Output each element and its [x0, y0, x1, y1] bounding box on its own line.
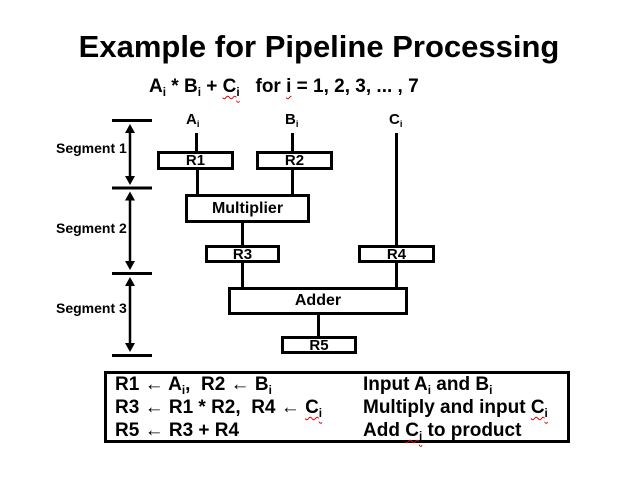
input-label-b: Bi: [285, 112, 298, 129]
input-label-a: Ai: [186, 112, 199, 129]
formula-subtitle: Ai * Bi + Ci for i = 1, 2, 3, ... , 7: [149, 76, 419, 99]
adder-box: Adder: [228, 287, 408, 315]
register-r3-box: R3: [205, 245, 280, 263]
input-c-base: C: [389, 111, 400, 128]
slide-title: Example for Pipeline Processing: [78, 29, 560, 64]
register-r1-box: R1: [157, 151, 234, 170]
table-row: R3 ← R1 * R2, R4 ← Ci Multiply and input…: [115, 397, 567, 420]
micro-operations-table: R1 ← Ai, R2 ← Bi Input Ai and Bi R3 ← R1…: [104, 371, 570, 443]
row-3-description: Add Ci to product: [363, 420, 522, 443]
connector-lines: [195, 133, 398, 338]
input-b-subscript: i: [295, 118, 299, 129]
input-a-subscript: i: [196, 118, 200, 129]
register-r2-box: R2: [256, 151, 333, 170]
table-row: R1 ← Ai, R2 ← Bi Input Ai and Bi: [115, 374, 567, 397]
segment-3-label: Segment 3: [56, 300, 127, 316]
input-c-subscript: i: [399, 118, 403, 129]
segment-arrows: [125, 124, 135, 352]
table-row: R5 ← R3 + R4 Add Ci to product: [115, 420, 567, 443]
row-1-description: Input Ai and Bi: [363, 374, 493, 397]
row-2-operations: R3 ← R1 * R2, R4 ← Ci: [115, 397, 323, 420]
input-label-c: Ci: [389, 112, 402, 129]
row-1-operations: R1 ← Ai, R2 ← Bi: [115, 374, 272, 397]
input-a-base: A: [186, 111, 197, 128]
register-r4-box: R4: [358, 245, 435, 263]
input-b-base: B: [285, 111, 296, 128]
register-r5-box: R5: [281, 336, 357, 354]
multiplier-box: Multiplier: [185, 194, 310, 223]
segment-2-label: Segment 2: [56, 220, 127, 236]
row-3-operations: R5 ← R3 + R4: [115, 420, 240, 441]
row-2-description: Multiply and input Ci: [363, 397, 548, 420]
segment-1-label: Segment 1: [56, 140, 127, 156]
segment-ruler-ticks: [112, 119, 152, 357]
